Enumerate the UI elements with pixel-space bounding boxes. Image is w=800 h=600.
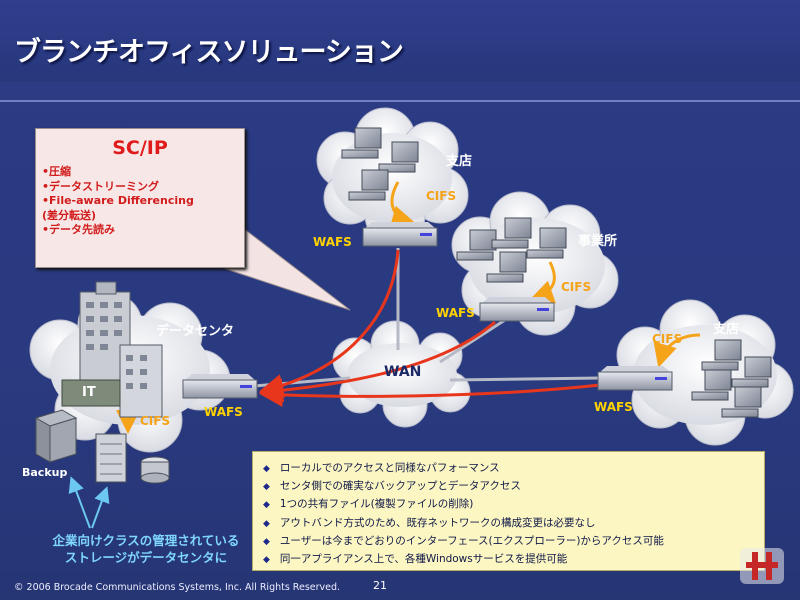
site-label-branch-top: 支店 — [446, 154, 473, 169]
header-bar — [0, 0, 800, 82]
wafs-appliance-branch-right — [597, 366, 673, 391]
page-number: 21 — [373, 579, 387, 592]
diamond-bullet-icon: ◆ — [263, 500, 270, 511]
callout-item: •データ先読み — [42, 223, 116, 236]
copyright-footer: © 2006 Brocade Communications Systems, I… — [14, 582, 341, 593]
storage-note-line: 企業向けクラスの管理されている — [52, 533, 240, 548]
wafs-label: WAFS — [594, 400, 633, 414]
feature-item: ◆ローカルでのアクセスと同様なパフォーマンス — [263, 462, 500, 474]
cifs-label: CIFS — [140, 414, 171, 428]
diamond-bullet-icon: ◆ — [263, 464, 270, 474]
site-label-datacenter: データセンタ — [156, 324, 235, 339]
diamond-bullet-icon: ◆ — [263, 518, 270, 529]
callout-item: •圧縮 — [42, 165, 72, 178]
site-label-office: 事業所 — [578, 234, 618, 249]
wafs-appliance-office — [479, 297, 555, 322]
diamond-bullet-icon: ◆ — [263, 555, 270, 566]
cifs-label: CIFS — [426, 189, 457, 203]
wafs-appliance-datacenter — [182, 374, 258, 399]
storage-note: 企業向けクラスの管理されている ストレージがデータセンタに — [46, 532, 246, 566]
feature-item: ◆1つの共有ファイル(複製ファイルの削除) — [263, 498, 474, 511]
feature-item: ◆センタ側での確実なバックアップとデータアクセス — [263, 480, 521, 493]
wafs-appliance-branch-top — [362, 222, 438, 247]
it-box — [61, 379, 121, 407]
cifs-label: CIFS — [652, 332, 683, 346]
feature-item: ◆同一アプライアンス上で、各種Windowsサービスを提供可能 — [263, 553, 568, 566]
storage-array-icon — [95, 433, 127, 483]
callout-item: •データストリーミング — [42, 179, 160, 193]
features-box: ◆ローカルでのアクセスと同様なパフォーマンス ◆センタ側での確実なバックアップと… — [252, 451, 765, 571]
callout-item: (差分転送) — [42, 208, 97, 222]
page-title: ブランチオフィスソリューション — [14, 37, 404, 68]
pc-group-office — [456, 217, 567, 283]
wan-label: WAN — [384, 364, 422, 380]
wafs-label: WAFS — [313, 235, 352, 249]
backup-tape-icon — [34, 409, 78, 463]
pc-group-branch-top — [341, 127, 419, 201]
cifs-label: CIFS — [561, 280, 592, 294]
storage-note-line: ストレージがデータセンタに — [64, 550, 228, 565]
feature-item: ◆ユーザーは今までどおりのインターフェース(エクスプローラー)からアクセス可能 — [263, 534, 664, 547]
feature-item: ◆アウトバンド方式のため、既存ネットワークの構成変更は必要なし — [263, 516, 596, 529]
callout-title: SC/IP — [112, 137, 168, 159]
callout-item: •File-aware Differencing — [42, 194, 194, 207]
wafs-label: WAFS — [436, 306, 475, 320]
diamond-bullet-icon: ◆ — [263, 536, 270, 547]
wafs-label: WAFS — [204, 405, 243, 419]
brocade-logo-icon — [740, 548, 784, 584]
disk-stack-icon — [140, 456, 170, 484]
wan-flows — [259, 249, 601, 407]
features-list: ◆ローカルでのアクセスと同様なパフォーマンス ◆センタ側での確実なバックアップと… — [263, 460, 664, 569]
title-divider — [0, 100, 800, 102]
callout-feature-list: •圧縮 •データストリーミング •File-aware Differencing… — [42, 165, 194, 238]
wan-flow-branch-right — [259, 382, 601, 407]
pc-group-branch-right — [691, 339, 772, 418]
it-label: IT — [82, 385, 96, 400]
diamond-bullet-icon: ◆ — [263, 482, 270, 493]
storage-pointer-arrows — [68, 476, 110, 529]
datacenter-building-icon — [79, 281, 163, 418]
backup-label: Backup — [22, 466, 68, 479]
wan-flow-branch-top — [259, 249, 400, 398]
site-label-branch-right: 支店 — [713, 322, 740, 337]
wan-flow-office — [259, 320, 496, 403]
scip-callout: SC/IP •圧縮 •データストリーミング •File-aware Differ… — [35, 128, 245, 268]
